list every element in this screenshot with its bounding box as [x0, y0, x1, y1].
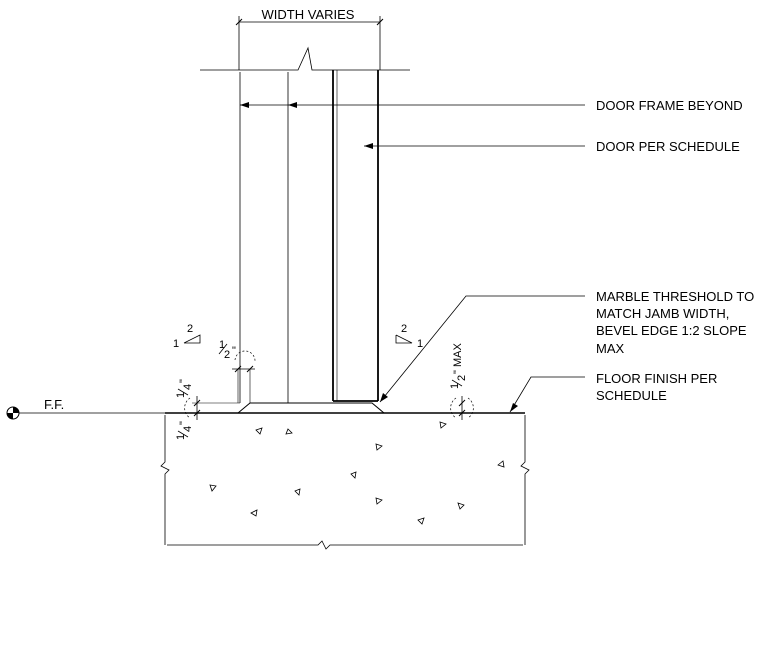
leader-threshold — [379, 295, 585, 403]
width-varies-label: WIDTH VARIES — [262, 7, 355, 22]
door-label: DOOR PER SCHEDULE — [596, 139, 740, 154]
marble-threshold — [236, 402, 386, 414]
floor-label-line-1: FLOOR FINISH PER — [596, 371, 717, 386]
width-dimension: WIDTH VARIES — [235, 7, 384, 70]
door-frame — [239, 72, 289, 403]
svg-text:": " — [232, 345, 236, 357]
half-inch-dimension: 1 2 " — [218, 339, 256, 403]
svg-text:2: 2 — [187, 323, 193, 335]
svg-text:MAX: MAX — [452, 343, 464, 368]
finish-floor-marker: F.F. — [6, 397, 165, 420]
threshold-label-line-1: MARBLE THRESHOLD TO — [596, 289, 754, 304]
leader-door-frame — [240, 102, 585, 108]
svg-text:": " — [178, 421, 190, 425]
door-panel — [332, 70, 379, 402]
floor-label-line-2: SCHEDULE — [596, 388, 667, 403]
quarter-inch-dimensions: 1 4 " 1 4 " — [175, 379, 240, 440]
leader-floor — [509, 376, 585, 413]
svg-text:": " — [178, 379, 190, 383]
svg-text:2: 2 — [456, 375, 468, 381]
svg-text:1: 1 — [175, 392, 187, 398]
leader-door — [364, 143, 585, 149]
threshold-label-line-4: MAX — [596, 341, 625, 356]
door-frame-label: DOOR FRAME BEYOND — [596, 98, 743, 113]
slope-symbol-left: 2 1 — [173, 323, 201, 350]
svg-text:1: 1 — [173, 338, 179, 350]
threshold-label-line-3: BEVEL EDGE 1:2 SLOPE — [596, 323, 747, 338]
threshold-label-line-2: MATCH JAMB WIDTH, — [596, 306, 729, 321]
half-inch-max-dimension: 1 2 " MAX — [449, 343, 474, 420]
concrete-slab — [160, 415, 530, 550]
svg-text:1: 1 — [417, 338, 423, 350]
svg-text:2: 2 — [224, 349, 230, 361]
svg-text:4: 4 — [182, 426, 194, 432]
ff-label: F.F. — [44, 397, 64, 412]
svg-text:2: 2 — [401, 323, 407, 335]
svg-text:1: 1 — [449, 383, 461, 389]
svg-text:1: 1 — [175, 434, 187, 440]
slope-symbol-right: 2 1 — [395, 323, 423, 350]
svg-text:": " — [452, 370, 464, 374]
svg-text:1: 1 — [219, 339, 225, 351]
svg-text:4: 4 — [182, 384, 194, 390]
break-line-top — [200, 46, 410, 71]
